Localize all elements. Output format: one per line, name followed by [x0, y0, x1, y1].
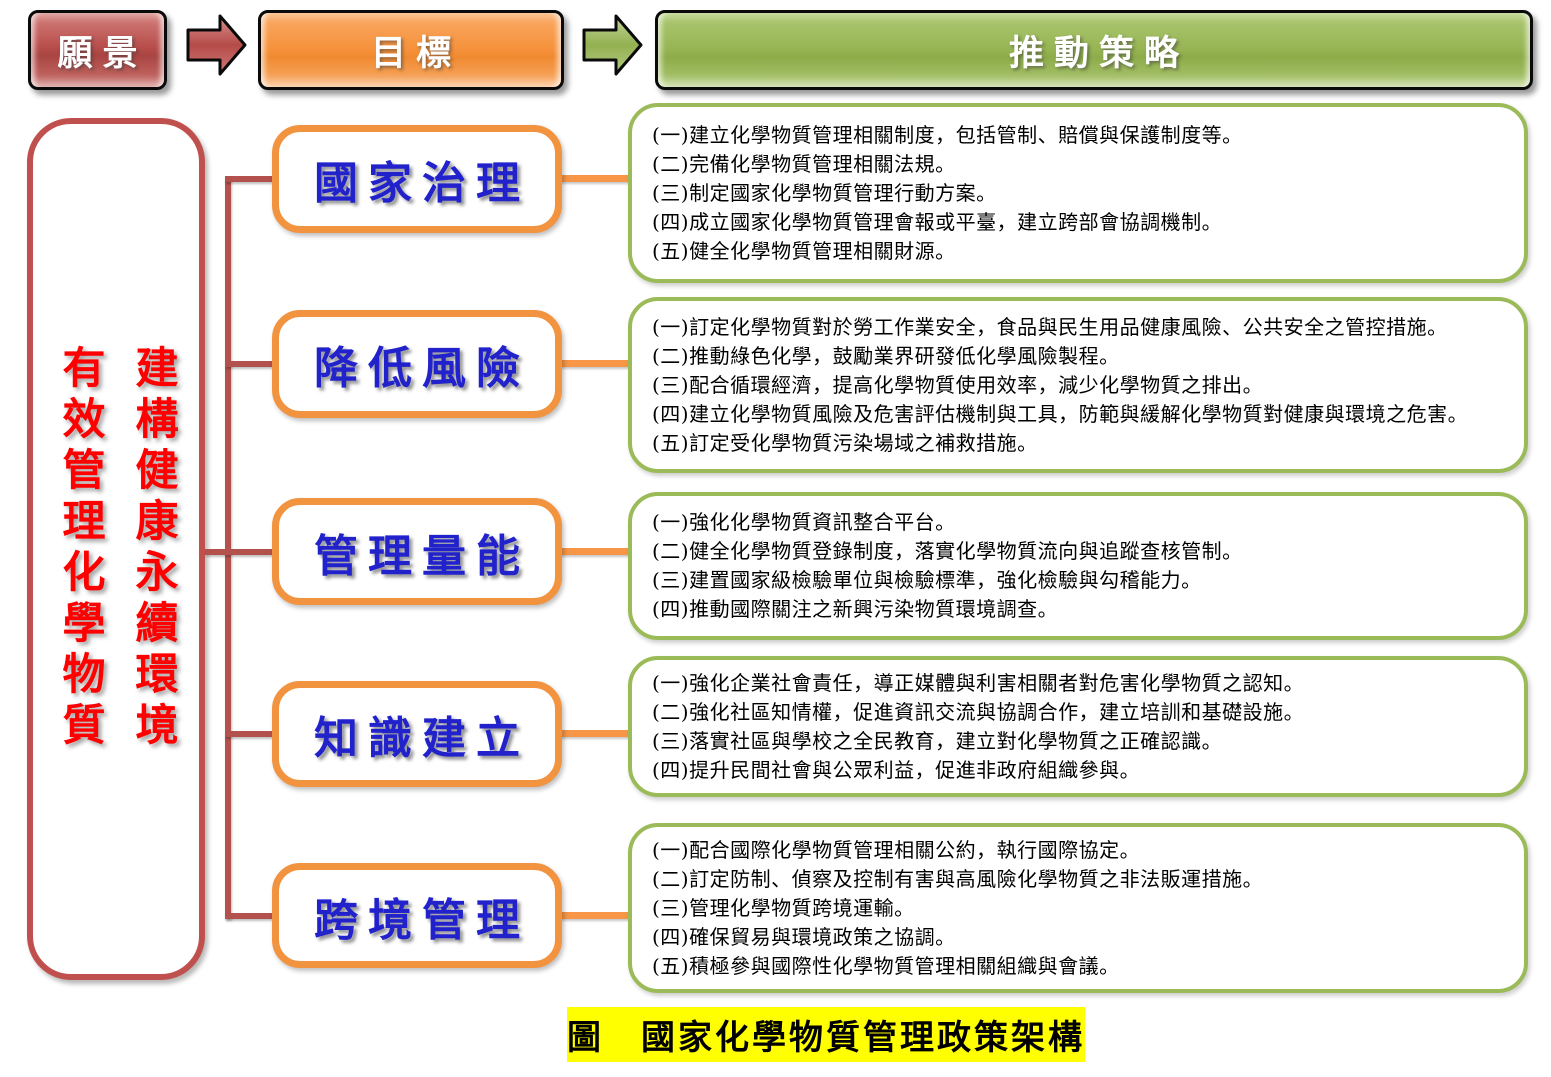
- vision-text: 建構健康永續環境 有效管理化學物質: [55, 345, 178, 753]
- goal-box-knowledge-building: 知識建立: [272, 681, 562, 787]
- connector-goal-strategy-5: [560, 912, 628, 919]
- strategy-box-knowledge-building: (一)強化企業社會責任，導正媒體與利害相關者對危害化學物質之認知。 (二)強化社…: [628, 656, 1528, 797]
- goal-box-risk-reduction: 降低風險: [272, 310, 562, 418]
- connector-branch-3: [205, 549, 272, 555]
- goal-box-national-governance: 國家治理: [272, 125, 562, 233]
- strategy-line: (四)提升民間社會與公眾利益，促進非政府組織參與。: [652, 757, 1141, 782]
- strategy-line: (一)建立化學物質管理相關制度，包括管制、賠償與保護制度等。: [652, 122, 1243, 147]
- strategy-line: (三)管理化學物質跨境運輸。: [652, 895, 915, 920]
- strategy-line: (三)配合循環經濟，提高化學物質使用效率，減少化學物質之排出。: [652, 372, 1264, 397]
- connector-goal-strategy-2: [560, 360, 628, 367]
- strategy-line: (二)強化社區知情權，促進資訊交流與協調合作，建立培訓和基礎設施。: [652, 699, 1305, 724]
- goal-box-crossborder-management: 跨境管理: [272, 863, 562, 968]
- connector-goal-strategy-4: [560, 730, 628, 737]
- strategy-line: (四)推動國際關注之新興污染物質環境調查。: [652, 597, 1059, 621]
- strategy-box-national-governance: (一)建立化學物質管理相關制度，包括管制、賠償與保護制度等。 (二)完備化學物質…: [628, 103, 1528, 283]
- vision-text-column-right: 建構健康永續環境: [128, 345, 178, 753]
- vision-box: 建構健康永續環境 有效管理化學物質: [27, 118, 205, 980]
- connector-goal-strategy-3: [560, 548, 628, 555]
- strategy-line: (二)健全化學物質登錄制度，落實化學物質流向與追蹤查核管制。: [652, 539, 1243, 563]
- strategy-box-management-capacity: (一)強化化學物質資訊整合平台。 (二)健全化學物質登錄制度，落實化學物質流向與…: [628, 492, 1528, 640]
- connector-branch-1: [225, 176, 272, 182]
- strategy-line: (一)訂定化學物質對於勞工作業安全，食品與民生用品健康風險、公共安全之管控措施。: [652, 314, 1448, 339]
- connector-branch-2: [225, 361, 272, 367]
- connector-branch-4: [225, 731, 272, 737]
- connector-goal-strategy-1: [560, 175, 628, 182]
- header-goal: 目標: [258, 10, 564, 90]
- strategy-line: (一)強化化學物質資訊整合平台。: [652, 510, 956, 534]
- strategy-line: (三)制定國家化學物質管理行動方案。: [652, 180, 997, 205]
- right-arrow-icon: [582, 14, 643, 76]
- strategy-line: (三)落實社區與學校之全民教育，建立對化學物質之正確認識。: [652, 728, 1223, 753]
- figure-caption: 圖 國家化學物質管理政策架構: [567, 1007, 1085, 1062]
- strategy-line: (一)強化企業社會責任，導正媒體與利害相關者對危害化學物質之認知。: [652, 670, 1305, 695]
- strategy-line: (三)建置國家級檢驗單位與檢驗標準，強化檢驗與勾稽能力。: [652, 568, 1202, 592]
- connector-trunk: [225, 176, 231, 919]
- connector-branch-5: [225, 913, 272, 919]
- strategy-line: (二)推動綠色化學，鼓勵業界研發低化學風險製程。: [652, 343, 1120, 368]
- strategy-line: (五)訂定受化學物質污染場域之補救措施。: [652, 430, 1038, 455]
- strategy-line: (二)訂定防制、偵察及控制有害與高風險化學物質之非法販運措施。: [652, 866, 1264, 891]
- header-vision: 願景: [28, 10, 167, 90]
- right-arrow-icon: [186, 14, 247, 76]
- strategy-line: (五)健全化學物質管理相關財源。: [652, 238, 956, 263]
- strategy-line: (五)積極參與國際性化學物質管理相關組織與會議。: [652, 953, 1120, 978]
- strategy-line: (二)完備化學物質管理相關法規。: [652, 151, 956, 176]
- vision-text-column-left: 有效管理化學物質: [55, 345, 105, 753]
- strategy-box-crossborder-management: (一)配合國際化學物質管理相關公約，執行國際協定。 (二)訂定防制、偵察及控制有…: [628, 823, 1528, 993]
- strategy-line: (一)配合國際化學物質管理相關公約，執行國際協定。: [652, 837, 1141, 862]
- strategy-line: (四)確保貿易與環境政策之協調。: [652, 924, 956, 949]
- strategy-line: (四)成立國家化學物質管理會報或平臺，建立跨部會協調機制。: [652, 209, 1223, 234]
- strategy-line: (四)建立化學物質風險及危害評估機制與工具，防範與緩解化學物質對健康與環境之危害…: [652, 401, 1469, 426]
- strategy-box-risk-reduction: (一)訂定化學物質對於勞工作業安全，食品與民生用品健康風險、公共安全之管控措施。…: [628, 297, 1528, 473]
- header-strategy: 推動策略: [655, 10, 1533, 90]
- goal-box-management-capacity: 管理量能: [272, 498, 562, 605]
